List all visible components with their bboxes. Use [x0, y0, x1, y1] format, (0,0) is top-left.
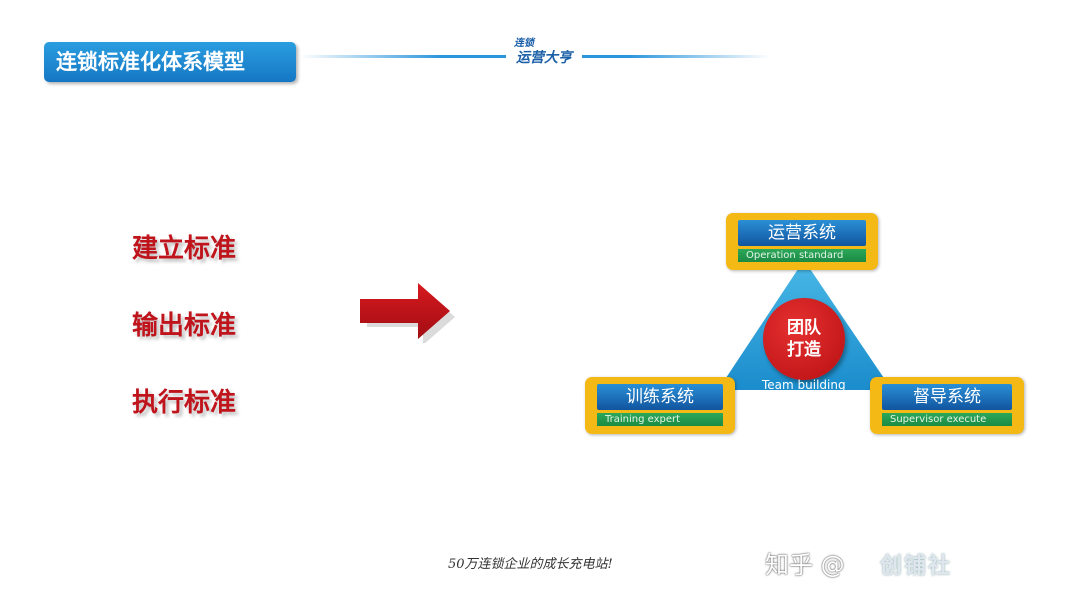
footer-slogan: 50万连锁企业的成长充电站!: [448, 557, 613, 572]
supervisor-system-subtitle: Supervisor execute: [882, 413, 1012, 426]
right-arrow-icon: [360, 283, 455, 343]
operation-system-title: 运营系统: [738, 220, 866, 246]
brand-logo: 连锁 运营大亨: [506, 38, 582, 68]
training-system-subtitle: Training expert: [597, 413, 723, 426]
supervisor-system-box: 督导系统 Supervisor execute: [870, 377, 1024, 434]
standard-item-output: 输出标准: [132, 311, 237, 341]
brand-logo-line2: 运营大亨: [516, 50, 572, 66]
supervisor-system-title: 督导系统: [882, 384, 1012, 410]
team-building-caption: Team building: [762, 378, 846, 392]
team-building-circle: 团队 打造: [763, 298, 845, 380]
team-circle-line2: 打造: [787, 340, 821, 360]
operation-system-box: 运营系统 Operation standard: [726, 213, 878, 270]
zhihu-watermark: 知乎 @: [765, 551, 845, 579]
brand-logo-line1: 连锁: [514, 38, 534, 49]
training-system-title: 训练系统: [597, 384, 723, 410]
page-title: 连锁标准化体系模型: [44, 42, 296, 82]
team-circle-line1: 团队: [787, 318, 821, 338]
operation-system-subtitle: Operation standard: [738, 249, 866, 262]
standard-item-establish: 建立标准: [132, 234, 237, 264]
watermark-logo: 创铺社: [880, 554, 953, 579]
training-system-box: 训练系统 Training expert: [585, 377, 735, 434]
team-building-diagram: 团队 打造 Team building 运营系统 Operation stand…: [580, 210, 1030, 440]
standard-item-execute: 执行标准: [132, 388, 237, 418]
